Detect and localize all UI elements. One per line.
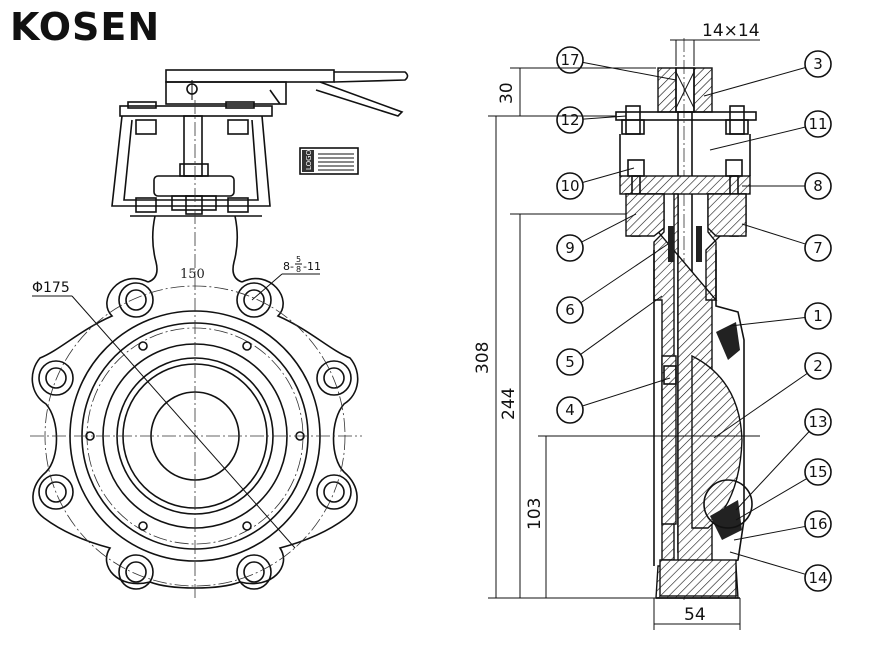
callout-5: 5 [556, 295, 663, 376]
height-to-flange-label: 244 [499, 388, 519, 420]
bolt-circle-diameter-label: Φ175 [32, 280, 70, 296]
callout-bubble [556, 234, 584, 262]
callout-17: 17 [556, 46, 677, 81]
callout-bubble [804, 458, 832, 486]
handle-lever [165, 69, 409, 117]
callout-1: 1 [729, 302, 832, 330]
callout-bubble [804, 352, 832, 380]
mounting-bracket [111, 115, 271, 215]
callout-bubble [556, 46, 584, 74]
front-view: LOGO [30, 69, 409, 600]
callout-bubble [556, 296, 584, 324]
callout-bubble [804, 172, 832, 200]
callout-3: 3 [703, 50, 832, 97]
callout-15: 15 [735, 458, 832, 521]
body-screws [85, 341, 305, 531]
bolt-spec-label: 8- 5 8 -11 [251, 255, 321, 301]
callout-bubble [804, 50, 832, 78]
callout-number: 3 [813, 55, 823, 73]
svg-text:LOGO: LOGO [305, 149, 313, 170]
callout-bubble [556, 106, 584, 134]
center-width-label: 150 [180, 267, 205, 282]
callout-number: 9 [565, 239, 575, 257]
callout-number: 8 [813, 177, 823, 195]
callout-bubble [804, 564, 832, 592]
callout-number: 2 [813, 357, 823, 375]
callout-number: 16 [808, 515, 827, 533]
svg-text:-11: -11 [303, 260, 321, 273]
callout-11: 11 [709, 110, 832, 151]
callout-number: 11 [808, 115, 827, 133]
callout-number: 13 [808, 413, 827, 431]
callout-bubble [556, 348, 584, 376]
svg-text:8: 8 [296, 265, 301, 274]
callout-bubble [804, 408, 832, 436]
callout-bubble [556, 396, 584, 424]
overall-height-label: 308 [473, 342, 493, 374]
callout-7: 7 [741, 223, 832, 262]
callout-number: 10 [560, 177, 579, 195]
callout-10: 10 [556, 167, 635, 200]
callout-8: 8 [742, 172, 832, 200]
callout-16: 16 [733, 510, 832, 541]
callout-bubble [804, 234, 832, 262]
callout-number: 14 [808, 569, 827, 587]
height-to-center-label: 103 [525, 498, 545, 530]
callout-2: 2 [713, 352, 832, 439]
callout-number: 4 [565, 401, 575, 419]
stem-square-label: 14×14 [702, 21, 760, 41]
callout-number: 7 [813, 239, 823, 257]
callout-6: 6 [556, 243, 669, 324]
callout-number: 1 [813, 307, 823, 325]
callout-bubble [804, 510, 832, 538]
svg-text:5: 5 [296, 255, 301, 264]
callout-bubble [556, 172, 584, 200]
callout-12: 12 [556, 106, 627, 134]
callout-number: 5 [565, 353, 575, 371]
callout-14: 14 [729, 551, 832, 592]
callout-bubble [804, 302, 832, 330]
callout-4: 4 [556, 377, 671, 424]
callout-13: 13 [735, 408, 832, 511]
callout-bubble [804, 110, 832, 138]
callout-9: 9 [556, 213, 637, 262]
top-height-label: 30 [497, 82, 517, 104]
brand-logo: KOSEN [10, 5, 160, 49]
face-to-face-label: 54 [684, 605, 706, 625]
svg-text:8-: 8- [283, 260, 294, 273]
nameplate: LOGO [299, 147, 359, 175]
callout-number: 6 [565, 301, 575, 319]
callout-number: 12 [560, 111, 579, 129]
bolt-holes [38, 282, 352, 590]
callout-number: 15 [808, 463, 827, 481]
callout-number: 17 [560, 51, 579, 69]
